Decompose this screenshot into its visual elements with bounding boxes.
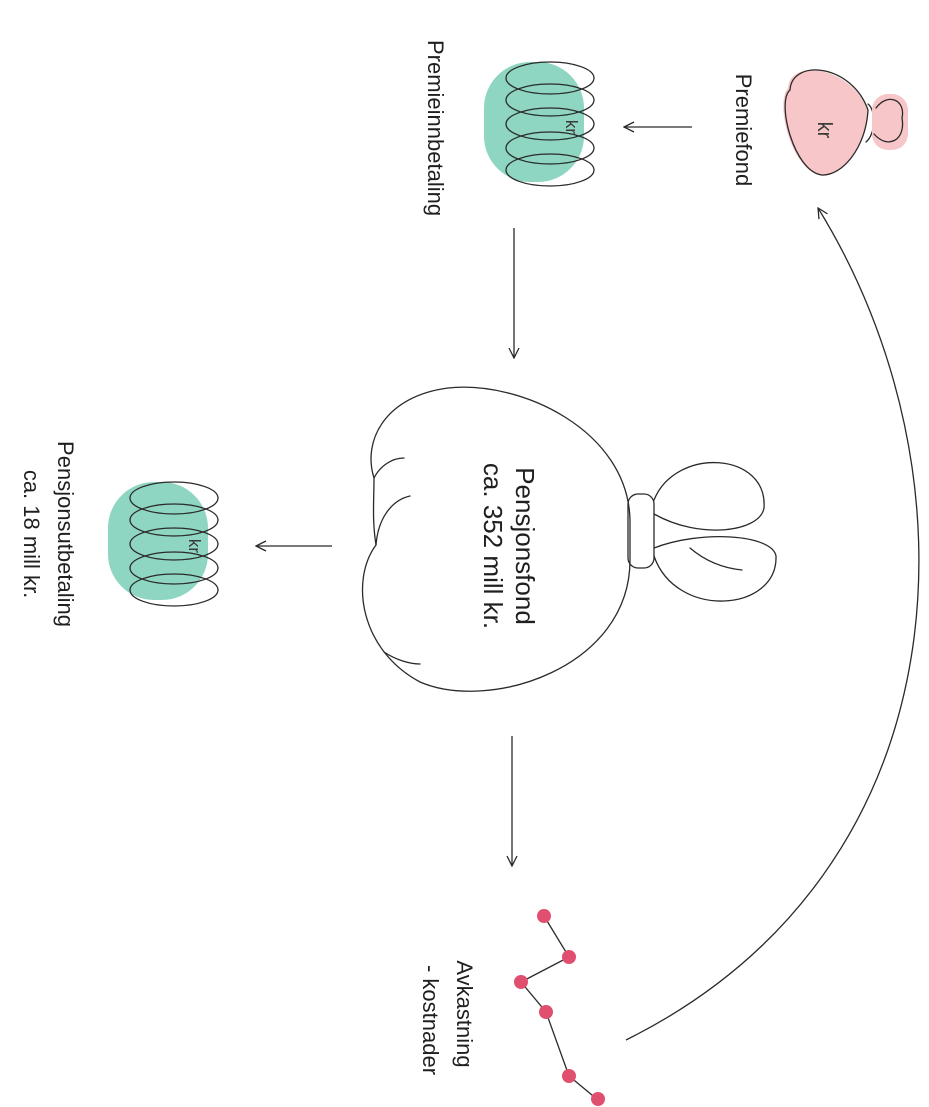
avkastning-subtitle: - kostnader xyxy=(418,965,443,1075)
avkastning-dot xyxy=(591,1092,605,1106)
premieinnbetaling-label: Premieinnbetaling xyxy=(423,40,448,216)
premiefond-label: Premiefond xyxy=(731,74,756,187)
pensjonsutbetaling-node: kr Pensjonsutbetaling ca. 18 mill kr. xyxy=(19,441,219,627)
pensjonsfond-title: Pensjonsfond xyxy=(510,467,540,625)
avkastning-dot xyxy=(562,950,576,964)
avkastning-dot xyxy=(514,975,528,989)
premiefond-bow xyxy=(873,98,904,143)
pensjonsfond-bow-lower xyxy=(653,536,777,602)
pensjonsfond-bag-outline xyxy=(361,386,631,692)
flow-arrows xyxy=(256,127,920,1041)
zigzag-line-icon xyxy=(514,909,605,1106)
premiefond-bag-outline xyxy=(784,69,869,176)
premieinnbetaling-node: kr Premieinnbetaling xyxy=(423,40,595,216)
avkastning-title: Avkastning xyxy=(452,960,477,1067)
avkastning-node: Avkastning - kostnader xyxy=(418,909,605,1106)
pensjonsfond-node: Pensjonsfond ca. 352 mill kr. xyxy=(361,386,777,692)
arrow-avkastning-to-premiefond xyxy=(625,208,920,1041)
premieinnbetaling-kr: kr xyxy=(562,120,581,135)
pensjonsutbetaling-title: Pensjonsutbetaling xyxy=(53,441,78,627)
pensjonsfond-bow-fold xyxy=(689,547,743,571)
coin-stack-icon xyxy=(108,481,219,607)
avkastning-dot xyxy=(539,1005,553,1019)
money-bag-icon xyxy=(361,386,777,692)
pensjonsfond-bow-upper xyxy=(653,461,765,531)
money-bag-icon xyxy=(783,69,908,176)
premieinnbetaling-stack-fill xyxy=(484,62,584,182)
pensjonsfond-bag-crease-3 xyxy=(383,651,421,665)
pensjonsfond-bag-crease-1 xyxy=(373,457,405,479)
avkastning-dot xyxy=(537,909,551,923)
pensjonsfond-bag-crease-2 xyxy=(375,495,411,546)
premiefond-kr: kr xyxy=(813,122,835,139)
avkastning-dot xyxy=(562,1069,576,1083)
coin-stack-icon xyxy=(484,61,595,187)
premiefond-node: kr Premiefond xyxy=(731,69,908,187)
pensjonsfond-bag-neck xyxy=(627,493,655,569)
premiefond-fill xyxy=(783,70,868,176)
pensjonsfond-value: ca. 352 mill kr. xyxy=(478,463,508,629)
avkastning-line xyxy=(519,915,599,1101)
pensjonsutbetaling-kr: kr xyxy=(185,539,204,554)
pensjonsutbetaling-value: ca. 18 mill kr. xyxy=(19,470,44,598)
pensjonsutbetaling-stack-fill xyxy=(108,482,208,600)
